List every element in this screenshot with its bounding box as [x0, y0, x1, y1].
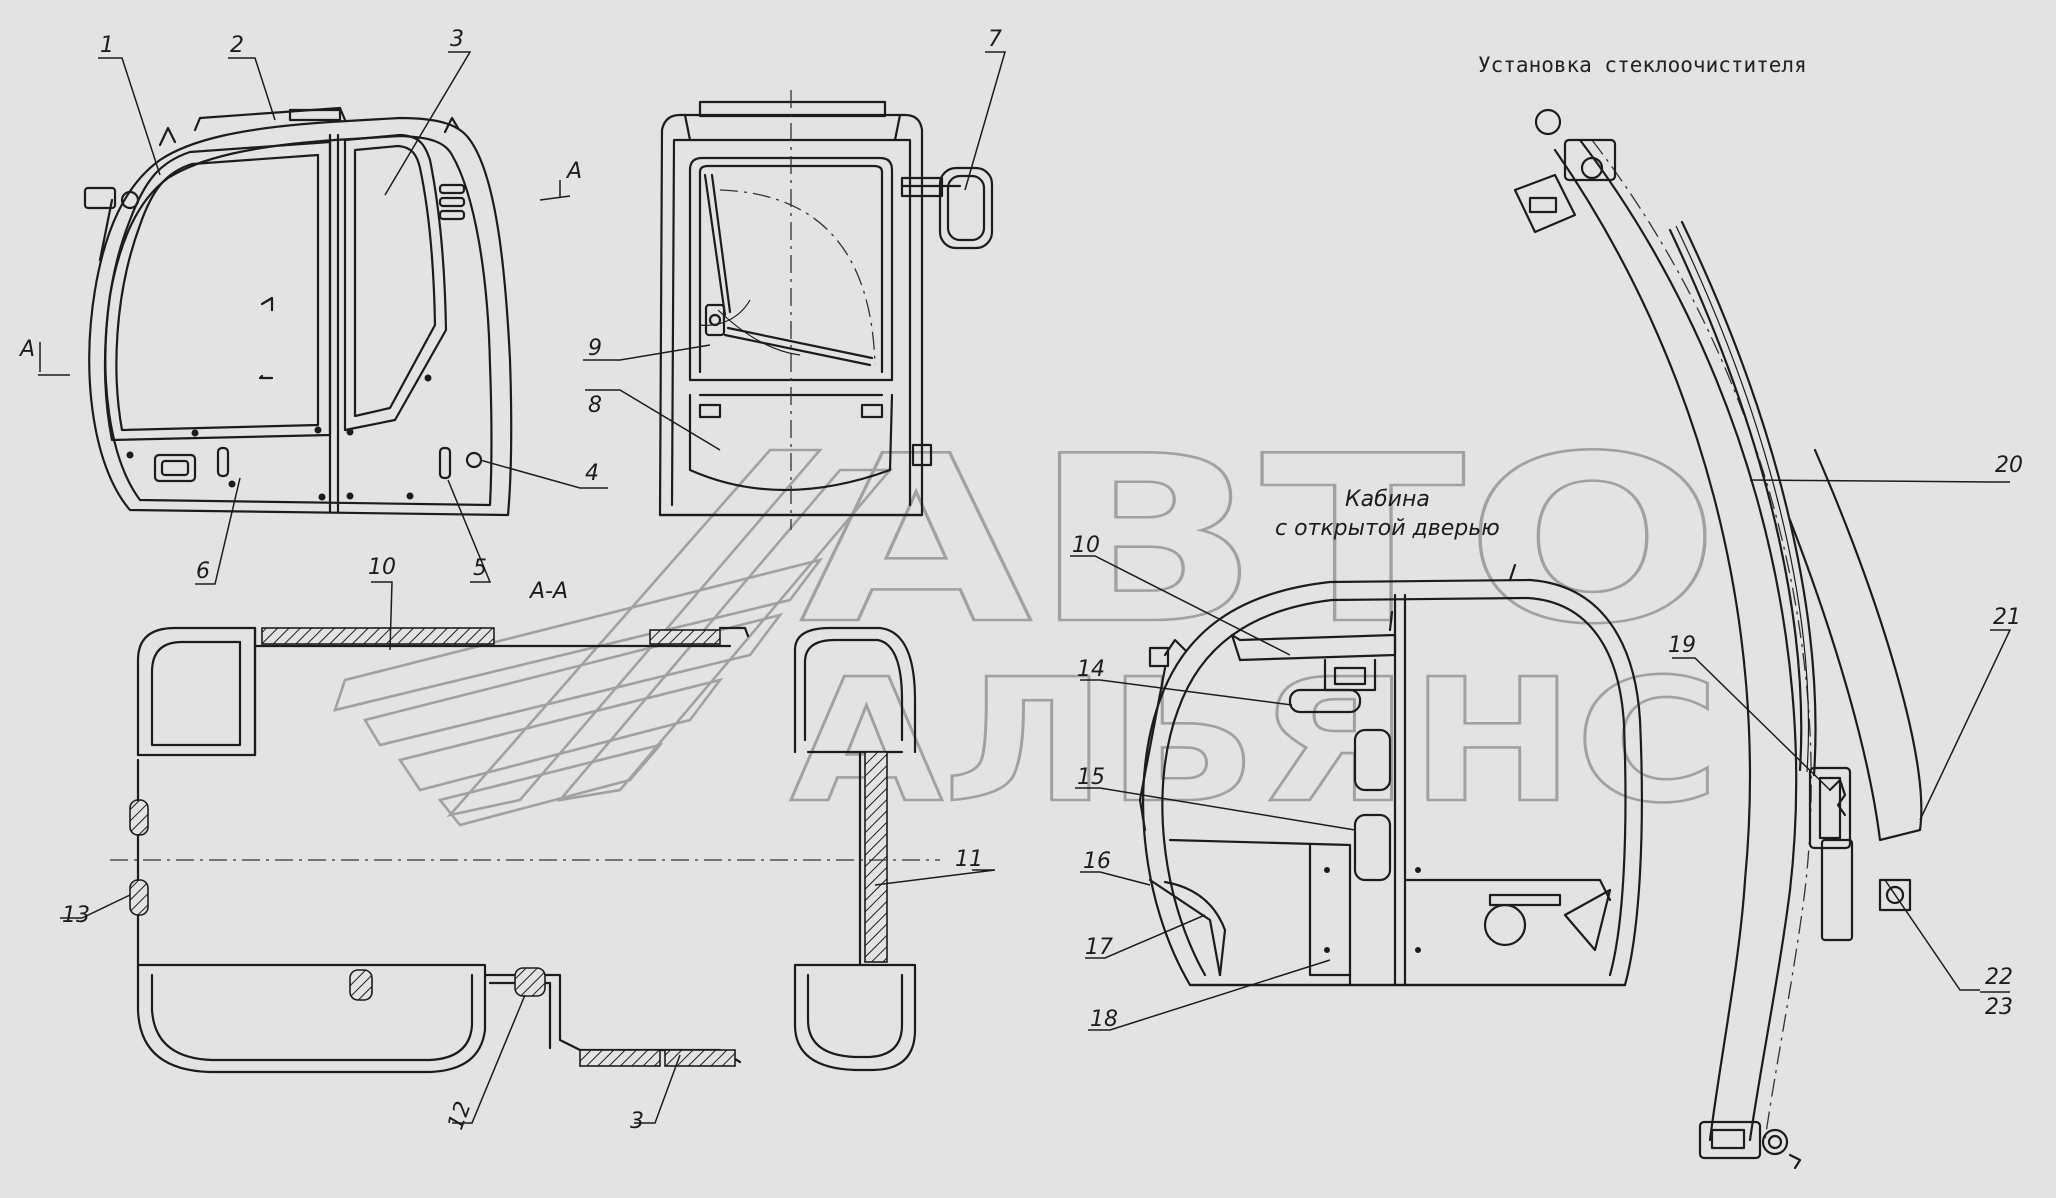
- wiper-assembly-view: Установка стеклоочистителя: [1478, 53, 1923, 1170]
- watermark-line-2: АЛЬЯНС: [790, 643, 1720, 841]
- section-marker-left: А: [18, 337, 35, 362]
- cab-front-view: [658, 90, 994, 530]
- rivets: [126, 374, 432, 501]
- callout-3: 3: [450, 27, 464, 52]
- callout-10-inset: 10: [1072, 533, 1100, 558]
- callout-17: 17: [1085, 935, 1113, 960]
- callout-23: 23: [1985, 995, 2013, 1020]
- callout-2: 2: [230, 33, 244, 58]
- callout-10-section: 10: [368, 555, 396, 580]
- callout-7: 7: [988, 27, 1002, 52]
- callout-18: 18: [1090, 1007, 1118, 1032]
- cab-open-door-view: Кабина с открытой дверью: [1138, 487, 1643, 987]
- watermark-line-1: АВТО: [800, 408, 1720, 675]
- callout-13: 13: [62, 903, 90, 928]
- leader-lines: [60, 51, 2012, 1124]
- callout-12: 12: [443, 1098, 476, 1133]
- callout-21: 21: [1993, 605, 2021, 630]
- section-a-a: А-А: [110, 579, 940, 1074]
- section-marker-top: А: [565, 159, 582, 184]
- watermark: АВТО АЛЬЯНС: [333, 407, 1721, 842]
- callout-20: 20: [1995, 453, 2023, 478]
- callout-8: 8: [588, 393, 602, 418]
- callout-4: 4: [585, 461, 599, 486]
- callout-16: 16: [1083, 849, 1111, 874]
- callout-22: 22: [1985, 965, 2013, 990]
- section-label: А-А: [528, 579, 568, 604]
- inset-caption-line-2: с открытой дверью: [1275, 516, 1500, 541]
- callout-6: 6: [196, 559, 210, 584]
- callout-19: 19: [1668, 633, 1696, 658]
- callout-1: 1: [100, 33, 114, 58]
- callout-11: 11: [955, 847, 983, 872]
- callout-15: 15: [1077, 765, 1105, 790]
- callout-5: 5: [473, 556, 487, 581]
- callout-3-section: 3: [630, 1109, 644, 1134]
- wiper-assembly-title: Установка стеклоочистителя: [1478, 53, 1807, 77]
- inset-caption-line-1: Кабина: [1345, 487, 1430, 512]
- callout-14: 14: [1077, 657, 1105, 682]
- callout-9: 9: [588, 336, 602, 361]
- cab-side-view: А А: [18, 106, 582, 517]
- callout-numbers: 1 2 3 4 5 6 7 8 9 10 11 12 3 13 10 14 15…: [62, 27, 2023, 1134]
